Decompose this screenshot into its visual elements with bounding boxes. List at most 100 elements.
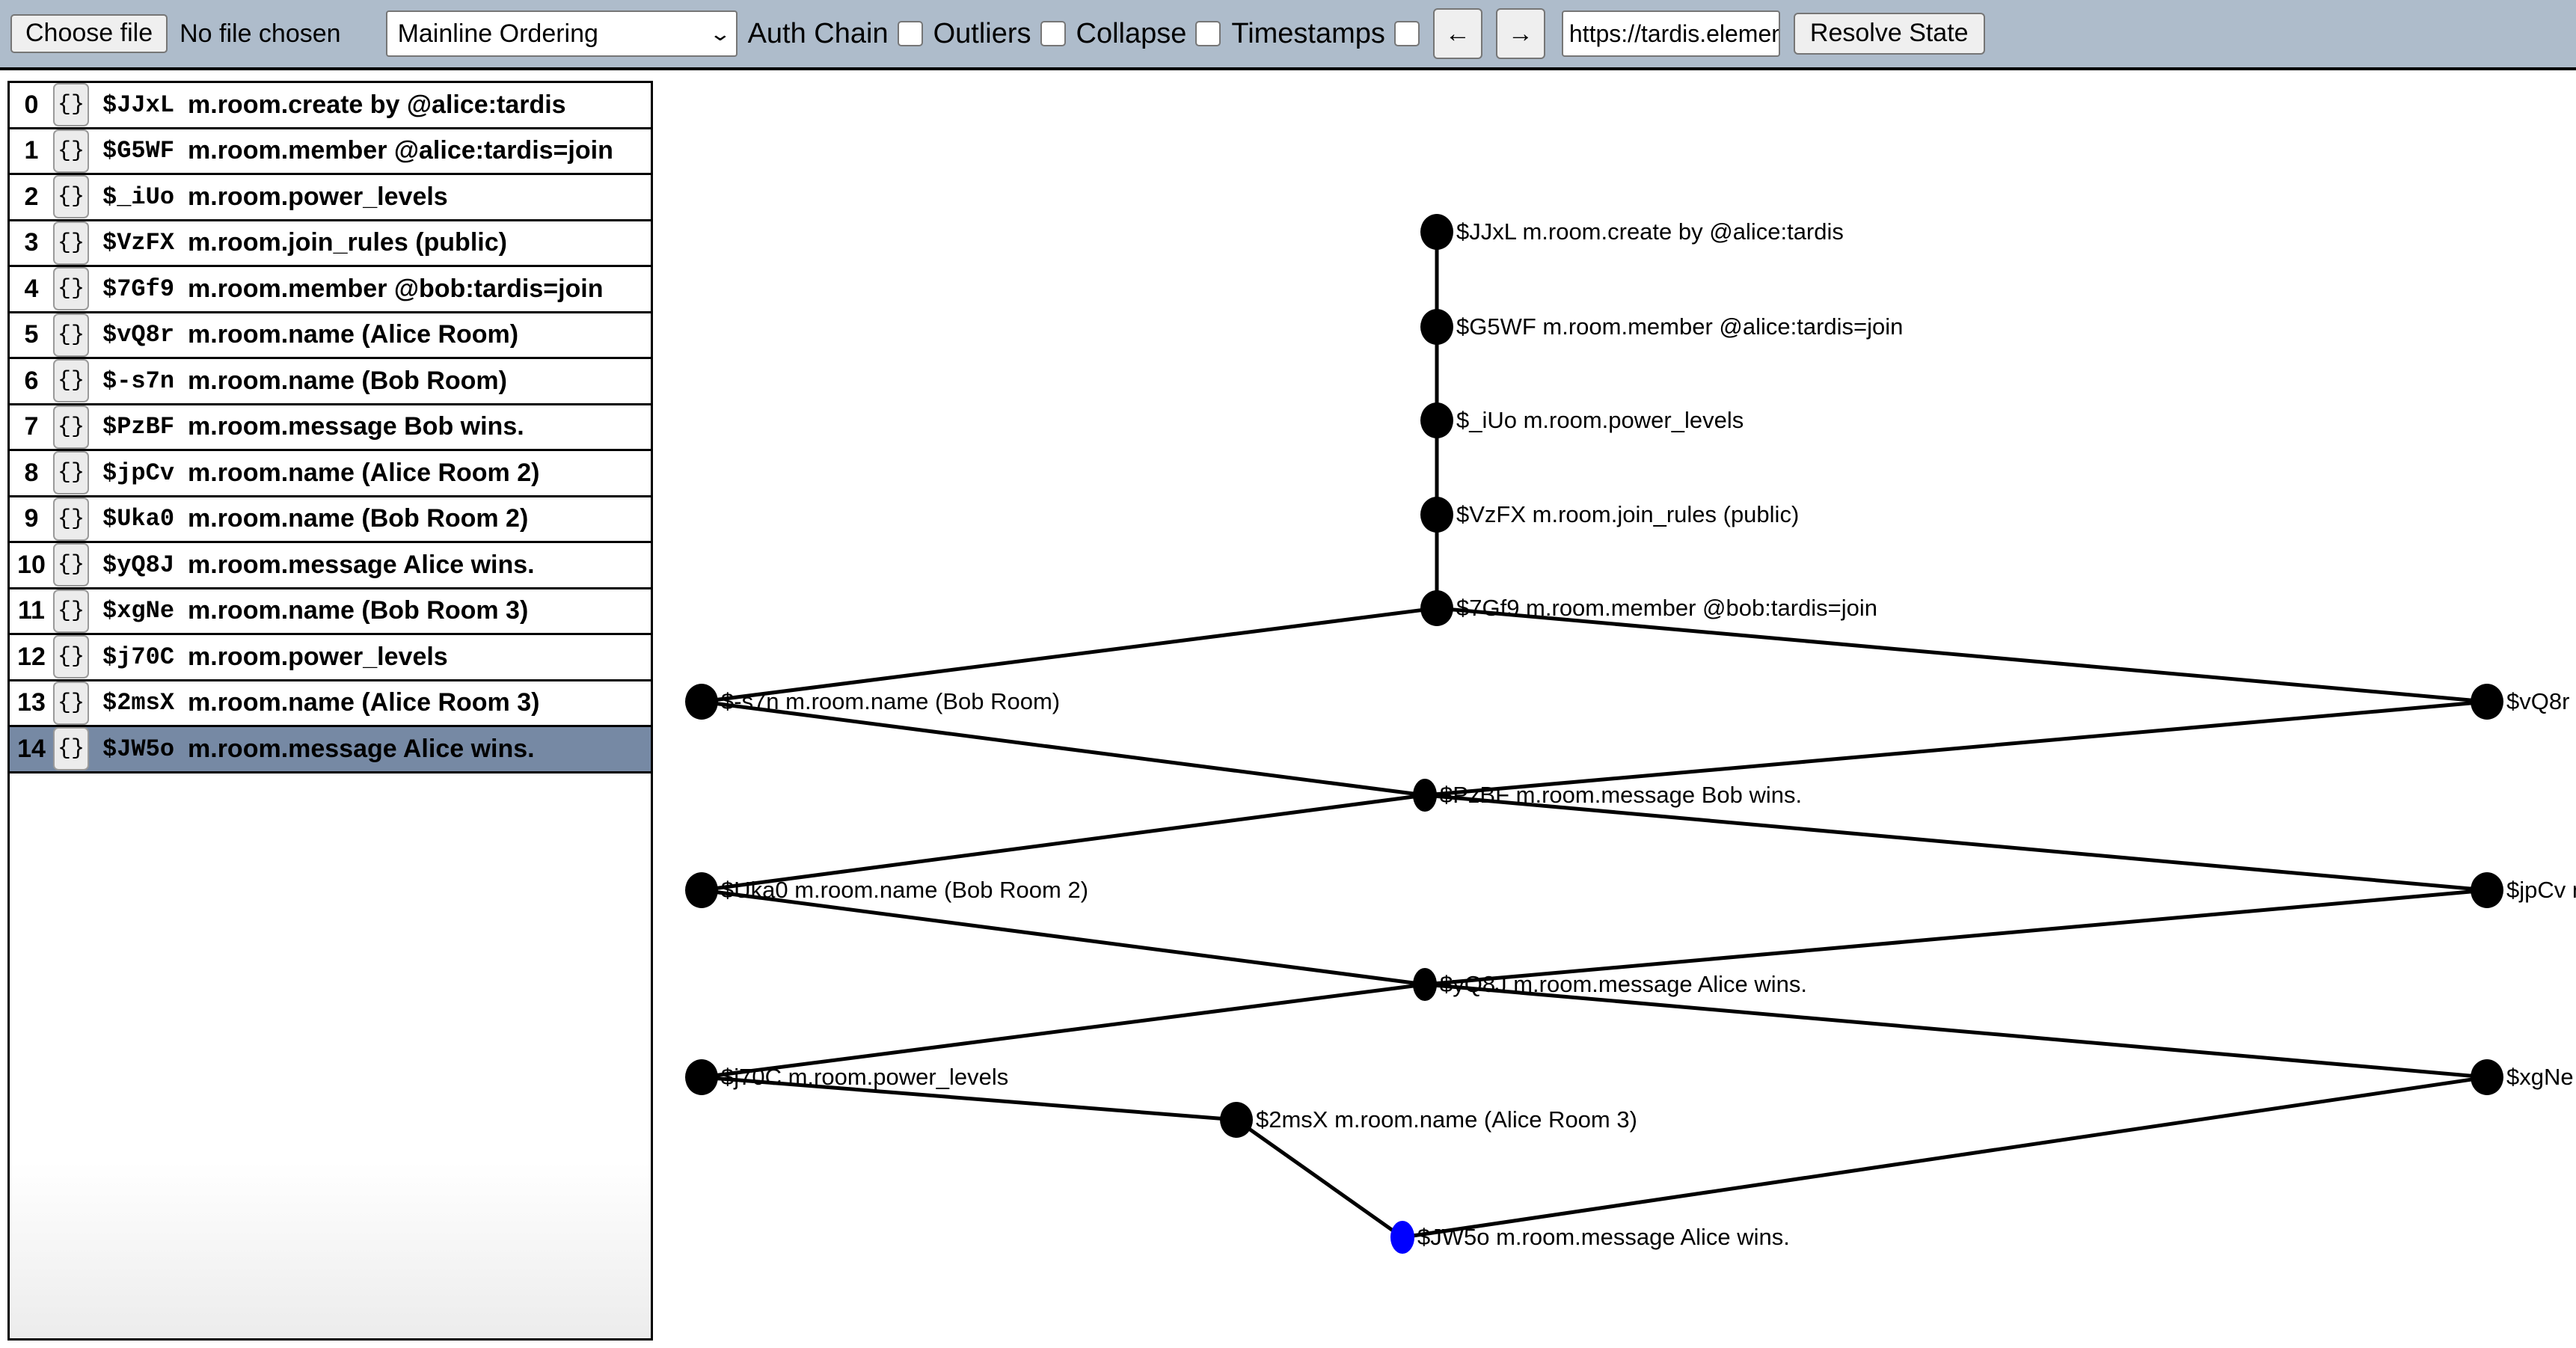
view-json-button[interactable]: {} — [53, 83, 89, 127]
view-json-button[interactable]: {} — [53, 497, 89, 541]
dag-edge — [1424, 982, 2488, 1079]
event-index: 11 — [18, 596, 45, 625]
dag-edge — [1436, 606, 2488, 704]
event-id: $JJxL — [102, 91, 175, 119]
view-json-button[interactable]: {} — [53, 727, 89, 771]
view-json-button[interactable]: {} — [53, 313, 89, 357]
timestamps-checkbox[interactable] — [1393, 21, 1420, 46]
dag-node[interactable] — [1420, 214, 1453, 250]
event-index: 3 — [24, 228, 39, 257]
dag-graph-svg — [685, 214, 2503, 1254]
dag-node[interactable] — [1220, 1102, 1253, 1138]
dag-node[interactable] — [1413, 779, 1437, 812]
server-url-input[interactable]: https://tardis.element.dev — [1561, 10, 1780, 57]
choose-file-button[interactable]: Choose file — [10, 14, 168, 53]
event-id: $_iUo — [102, 183, 175, 211]
event-index: 0 — [24, 90, 39, 119]
resolve-state-button[interactable]: Resolve State — [1793, 13, 1985, 55]
event-description: m.room.message Alice wins. — [188, 550, 535, 579]
dag-node[interactable] — [685, 684, 718, 720]
dag-edge — [701, 699, 1426, 797]
view-json-button[interactable]: {} — [53, 405, 89, 449]
dag-edge — [701, 1075, 1237, 1122]
dag-edge — [1424, 888, 2488, 987]
event-id: $Uka0 — [102, 505, 175, 533]
event-index: 6 — [24, 366, 39, 395]
event-index: 7 — [24, 412, 39, 441]
event-description: m.room.name (Bob Room 2) — [188, 504, 529, 533]
event-index: 4 — [24, 274, 39, 303]
dag-edge — [701, 888, 1426, 987]
event-description: m.room.power_levels — [188, 642, 448, 671]
dag-node[interactable] — [1420, 497, 1453, 533]
view-json-button[interactable]: {} — [53, 359, 89, 403]
dag-node[interactable] — [2471, 872, 2503, 908]
event-description: m.room.name (Bob Room 3) — [188, 596, 529, 625]
event-id: $2msX — [102, 689, 175, 717]
view-json-button[interactable]: {} — [53, 451, 89, 495]
dag-node[interactable] — [2471, 1059, 2503, 1095]
view-json-button[interactable]: {} — [53, 589, 89, 633]
dag-node[interactable] — [1390, 1221, 1414, 1254]
view-json-button[interactable]: {} — [53, 543, 89, 587]
event-index: 5 — [24, 320, 39, 349]
event-index: 14 — [17, 734, 46, 763]
event-id: $PzBF — [102, 413, 175, 441]
dag-node[interactable] — [1420, 309, 1453, 345]
dag-edge — [701, 793, 1426, 892]
dag-node[interactable] — [685, 872, 718, 908]
dag-node[interactable] — [1420, 402, 1453, 438]
dag-node[interactable] — [685, 1059, 718, 1095]
event-description: m.room.member @bob:tardis=join — [188, 274, 604, 303]
collapse-checkbox[interactable] — [1195, 21, 1221, 46]
ordering-select[interactable]: Mainline Ordering ⌄ — [385, 10, 737, 57]
event-index: 8 — [24, 458, 39, 487]
event-id: $jpCv — [102, 459, 175, 487]
dag-node[interactable] — [1420, 590, 1453, 626]
collapse-label: Collapse — [1076, 17, 1187, 49]
event-index: 2 — [24, 182, 39, 211]
view-json-button[interactable]: {} — [53, 175, 89, 219]
dag-edge — [1402, 1075, 2488, 1240]
view-json-button[interactable]: {} — [53, 681, 89, 725]
event-description: m.room.name (Alice Room) — [188, 320, 519, 349]
event-id: $j70C — [102, 643, 175, 671]
dag-node[interactable] — [1413, 968, 1437, 1001]
event-id: $-s7n — [102, 367, 175, 395]
view-json-button[interactable]: {} — [53, 221, 89, 265]
dag-edge — [1424, 699, 2488, 797]
dag-edge — [701, 982, 1426, 1079]
view-json-button[interactable]: {} — [53, 129, 89, 173]
auth-chain-label: Auth Chain — [747, 17, 889, 49]
view-json-button[interactable]: {} — [53, 635, 89, 679]
step-back-button[interactable]: ← — [1432, 8, 1482, 59]
auth-chain-checkbox[interactable] — [897, 21, 923, 46]
outliers-checkbox[interactable] — [1040, 21, 1066, 46]
chevron-down-icon: ⌄ — [708, 22, 732, 45]
step-forward-button[interactable]: → — [1495, 8, 1545, 59]
dag-node[interactable] — [2471, 684, 2503, 720]
event-description: m.room.member @alice:tardis=join — [188, 136, 613, 165]
view-json-button[interactable]: {} — [53, 267, 89, 311]
timestamps-label: Timestamps — [1231, 17, 1385, 49]
event-id: $vQ8r — [102, 321, 175, 349]
event-list-row[interactable]: 5 {} $vQ8r m.room.name (Alice Room) — [10, 313, 651, 359]
toolbar: Choose file No file chosen Mainline Orde… — [0, 0, 2576, 70]
dag-graph-canvas[interactable]: Bob's event has a higher timestamp but A… — [653, 73, 2576, 1348]
event-description: m.room.join_rules (public) — [188, 228, 507, 257]
